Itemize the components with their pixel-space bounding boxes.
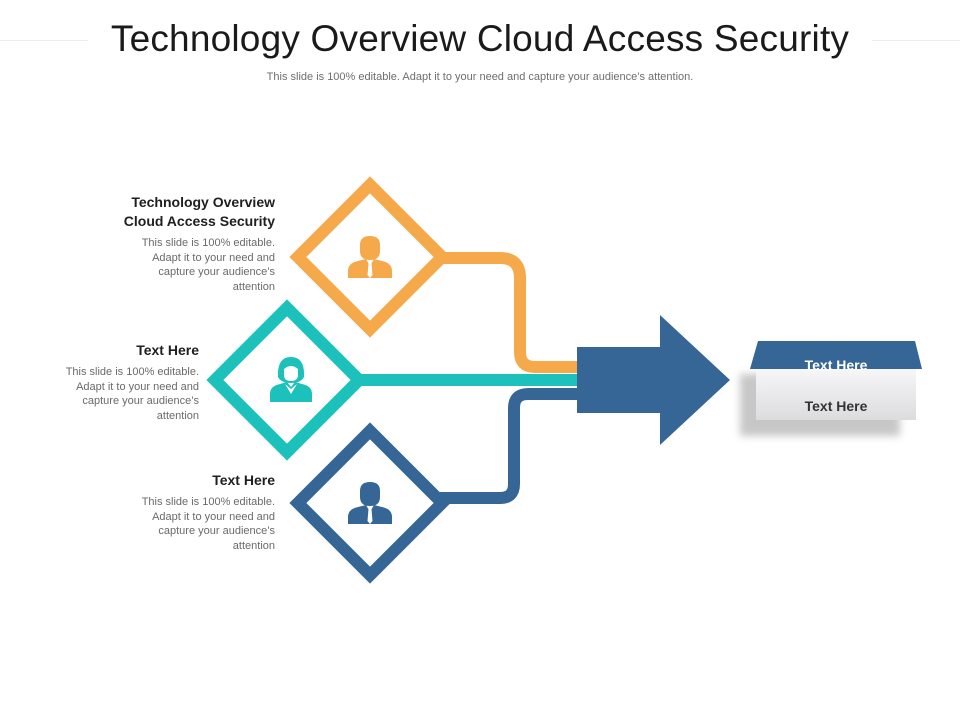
title-rule-right xyxy=(872,40,960,41)
item-2-heading: Text Here xyxy=(136,342,199,358)
item-3-heading: Text Here xyxy=(212,472,275,488)
item-2-description: This slide is 100% editable. Adapt it to… xyxy=(65,366,199,422)
item-2-text: Text Here This slide is 100% editable. A… xyxy=(40,341,199,423)
slide-subtitle: This slide is 100% editable. Adapt it to… xyxy=(266,71,694,83)
businessman-icon xyxy=(348,482,392,524)
businessman-icon xyxy=(348,236,392,278)
item-3-text: Text Here This slide is 100% editable. A… xyxy=(116,471,275,553)
item-1-description: This slide is 100% editable. Adapt it to… xyxy=(141,237,275,293)
item-3-description: This slide is 100% editable. Adapt it to… xyxy=(141,496,275,552)
item-1-heading-line1: Technology Overview xyxy=(131,194,275,210)
slide-title: Technology Overview Cloud Access Securit… xyxy=(110,18,850,59)
businesswoman-icon xyxy=(270,357,312,402)
result-body-label: Text Here xyxy=(804,398,868,414)
orange-connector xyxy=(440,252,580,373)
result-header-label: Text Here xyxy=(804,357,868,373)
main-arrow xyxy=(577,315,730,445)
item-1-heading-line2: Cloud Access Security xyxy=(123,213,275,229)
result-header xyxy=(750,341,922,369)
item-1-text: Technology Overview Cloud Access Securit… xyxy=(60,193,275,294)
title-rule-left xyxy=(0,40,88,41)
navy-connector xyxy=(440,388,580,504)
result-box xyxy=(756,368,916,420)
